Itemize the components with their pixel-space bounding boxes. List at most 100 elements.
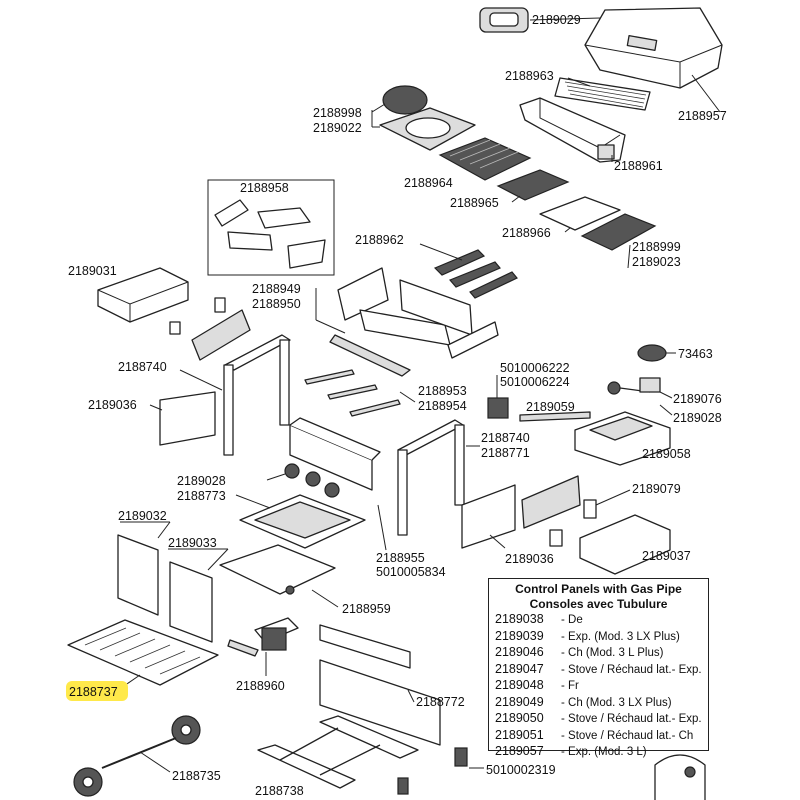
small-grid-part bbox=[496, 169, 570, 201]
label-2189023: 2189023 bbox=[632, 255, 681, 269]
legend-code: 2189048 bbox=[495, 678, 544, 692]
label-2188998: 2188998 bbox=[313, 106, 362, 120]
label-5010002319: 5010002319 bbox=[486, 763, 556, 777]
label-2188958: 2188958 bbox=[240, 181, 289, 195]
heat-shields-part bbox=[214, 199, 326, 269]
label-2189032: 2189032 bbox=[118, 509, 167, 523]
label-2188950: 2188950 bbox=[252, 297, 301, 311]
label-2188963: 2188963 bbox=[505, 69, 554, 83]
legend-desc: - Stove / Réchaud lat.- Exp. bbox=[561, 663, 702, 676]
caster-part bbox=[397, 747, 468, 795]
part-labels: 2189029 2188963 2188957 2188998 2189022 … bbox=[68, 13, 727, 798]
label-5010005834: 5010005834 bbox=[376, 565, 446, 579]
label-2189058: 2189058 bbox=[642, 447, 691, 461]
label-2189028-right: 2189028 bbox=[673, 411, 722, 425]
side-grid-part bbox=[580, 213, 657, 251]
burner-box-part bbox=[337, 267, 499, 359]
round-grate-part bbox=[382, 85, 428, 115]
legend-row: 2189051- Stove / Réchaud lat.- Ch bbox=[495, 728, 702, 745]
cross-bars-part bbox=[304, 369, 401, 417]
side-burner-part bbox=[637, 344, 667, 362]
legend-code: 2189038 bbox=[495, 612, 544, 626]
base-frame-part bbox=[257, 715, 419, 789]
label-2188960: 2188960 bbox=[236, 679, 285, 693]
side-panel-left-part bbox=[159, 391, 216, 446]
cart-frame-right-part bbox=[397, 419, 465, 536]
label-2188957: 2188957 bbox=[678, 109, 727, 123]
label-2188737: 2188737 bbox=[69, 685, 118, 699]
label-2188966: 2188966 bbox=[502, 226, 551, 240]
burner-tubes-part bbox=[329, 334, 411, 377]
label-2188735: 2188735 bbox=[172, 769, 221, 783]
legend-row: 2189050 - Stove / Réchaud lat.- Exp. bbox=[495, 711, 702, 728]
bottom-shelf-part bbox=[67, 619, 219, 686]
legend-desc: - Fr bbox=[561, 680, 579, 692]
gas-cylinder-part bbox=[654, 754, 706, 800]
legend-code: 2189047 bbox=[495, 661, 544, 676]
cart-frame-left-part bbox=[223, 334, 291, 456]
control-panel-right-part bbox=[521, 475, 597, 547]
label-2188771: 2188771 bbox=[481, 446, 530, 460]
legend-row: 2189048 - Fr bbox=[495, 678, 702, 695]
legend-code: 2189049 bbox=[495, 694, 544, 709]
label-2188953: 2188953 bbox=[418, 384, 467, 398]
label-2189059: 2189059 bbox=[526, 400, 575, 414]
burner-tube-part bbox=[519, 411, 591, 422]
label-2189029: 2189029 bbox=[532, 13, 581, 27]
legend-code: 2189050 bbox=[495, 711, 544, 725]
wheel-axle-part bbox=[73, 715, 201, 797]
label-2188740-right: 2188740 bbox=[481, 431, 530, 445]
knobs-part bbox=[284, 463, 340, 498]
cooking-grid-part bbox=[438, 137, 532, 181]
firebox-part bbox=[519, 97, 626, 163]
label-2189028-left: 2189028 bbox=[177, 474, 226, 488]
label-2188999: 2188999 bbox=[632, 240, 681, 254]
label-2188772: 2188772 bbox=[416, 695, 465, 709]
label-2188954: 2188954 bbox=[418, 399, 467, 413]
legend-row: 2189049 - Ch (Mod. 3 LX Plus) bbox=[495, 695, 702, 712]
legend-row: 2189038 - De bbox=[495, 612, 702, 629]
label-2188962: 2188962 bbox=[355, 233, 404, 247]
side-burner-table-part bbox=[574, 411, 671, 466]
label-2188965: 2188965 bbox=[450, 196, 499, 210]
legend-code: 2189057 bbox=[495, 744, 544, 758]
bottom-tray-part bbox=[219, 544, 336, 595]
legend-desc: - Ch (Mod. 3 LX Plus) bbox=[561, 696, 672, 709]
back-panel-part bbox=[319, 624, 441, 746]
control-panel-part bbox=[169, 297, 251, 361]
legend-code: 2189039 bbox=[495, 628, 544, 643]
flame-tamers-part bbox=[433, 249, 518, 299]
label-2188949: 2188949 bbox=[252, 282, 301, 296]
legend-desc: - Stove / Réchaud lat.- Exp. bbox=[561, 713, 702, 725]
label-2189033: 2189033 bbox=[168, 536, 217, 550]
label-2189022: 2189022 bbox=[313, 121, 362, 135]
legend-row: 2189039- Exp. (Mod. 3 LX Plus) bbox=[495, 629, 702, 646]
legend-row: 2189046 - Ch (Mod. 3 L Plus) bbox=[495, 645, 702, 662]
legend-row: 2189057 - Exp. (Mod. 3 L) bbox=[495, 744, 702, 761]
legend-title-2: Consoles avec Tubulure bbox=[529, 597, 668, 611]
warming-rack-part bbox=[554, 77, 651, 111]
legend-row: 2189047 - Stove / Réchaud lat.- Exp. bbox=[495, 662, 702, 679]
griddle-part bbox=[539, 196, 621, 231]
label-2189036-right: 2189036 bbox=[505, 552, 554, 566]
legend-code: 2189046 bbox=[495, 645, 544, 659]
legend-code: 2189051 bbox=[495, 727, 544, 742]
door-left-part bbox=[117, 534, 159, 616]
legend-desc: - De bbox=[561, 614, 583, 626]
legend-desc: - Ch (Mod. 3 L Plus) bbox=[561, 647, 664, 659]
label-2189036-left: 2189036 bbox=[88, 398, 137, 412]
door-right-part bbox=[169, 561, 213, 643]
cooking-plate-frame-part bbox=[379, 107, 476, 151]
legend-rows: 2189038 - De 2189039- Exp. (Mod. 3 LX Plus… bbox=[495, 612, 702, 761]
grease-cup-part bbox=[227, 617, 299, 657]
side-panel-right-part bbox=[461, 484, 516, 549]
valve-part bbox=[487, 397, 509, 419]
label-2188961: 2188961 bbox=[614, 159, 663, 173]
label-2189031: 2189031 bbox=[68, 264, 117, 278]
legend-desc: - Exp. (Mod. 3 L) bbox=[561, 746, 647, 758]
label-2188959: 2188959 bbox=[342, 602, 391, 616]
front-panel-part bbox=[289, 417, 381, 491]
drip-tray-part bbox=[239, 494, 366, 549]
label-5010006224: 5010006224 bbox=[500, 375, 570, 389]
label-73463: 73463 bbox=[678, 347, 713, 361]
